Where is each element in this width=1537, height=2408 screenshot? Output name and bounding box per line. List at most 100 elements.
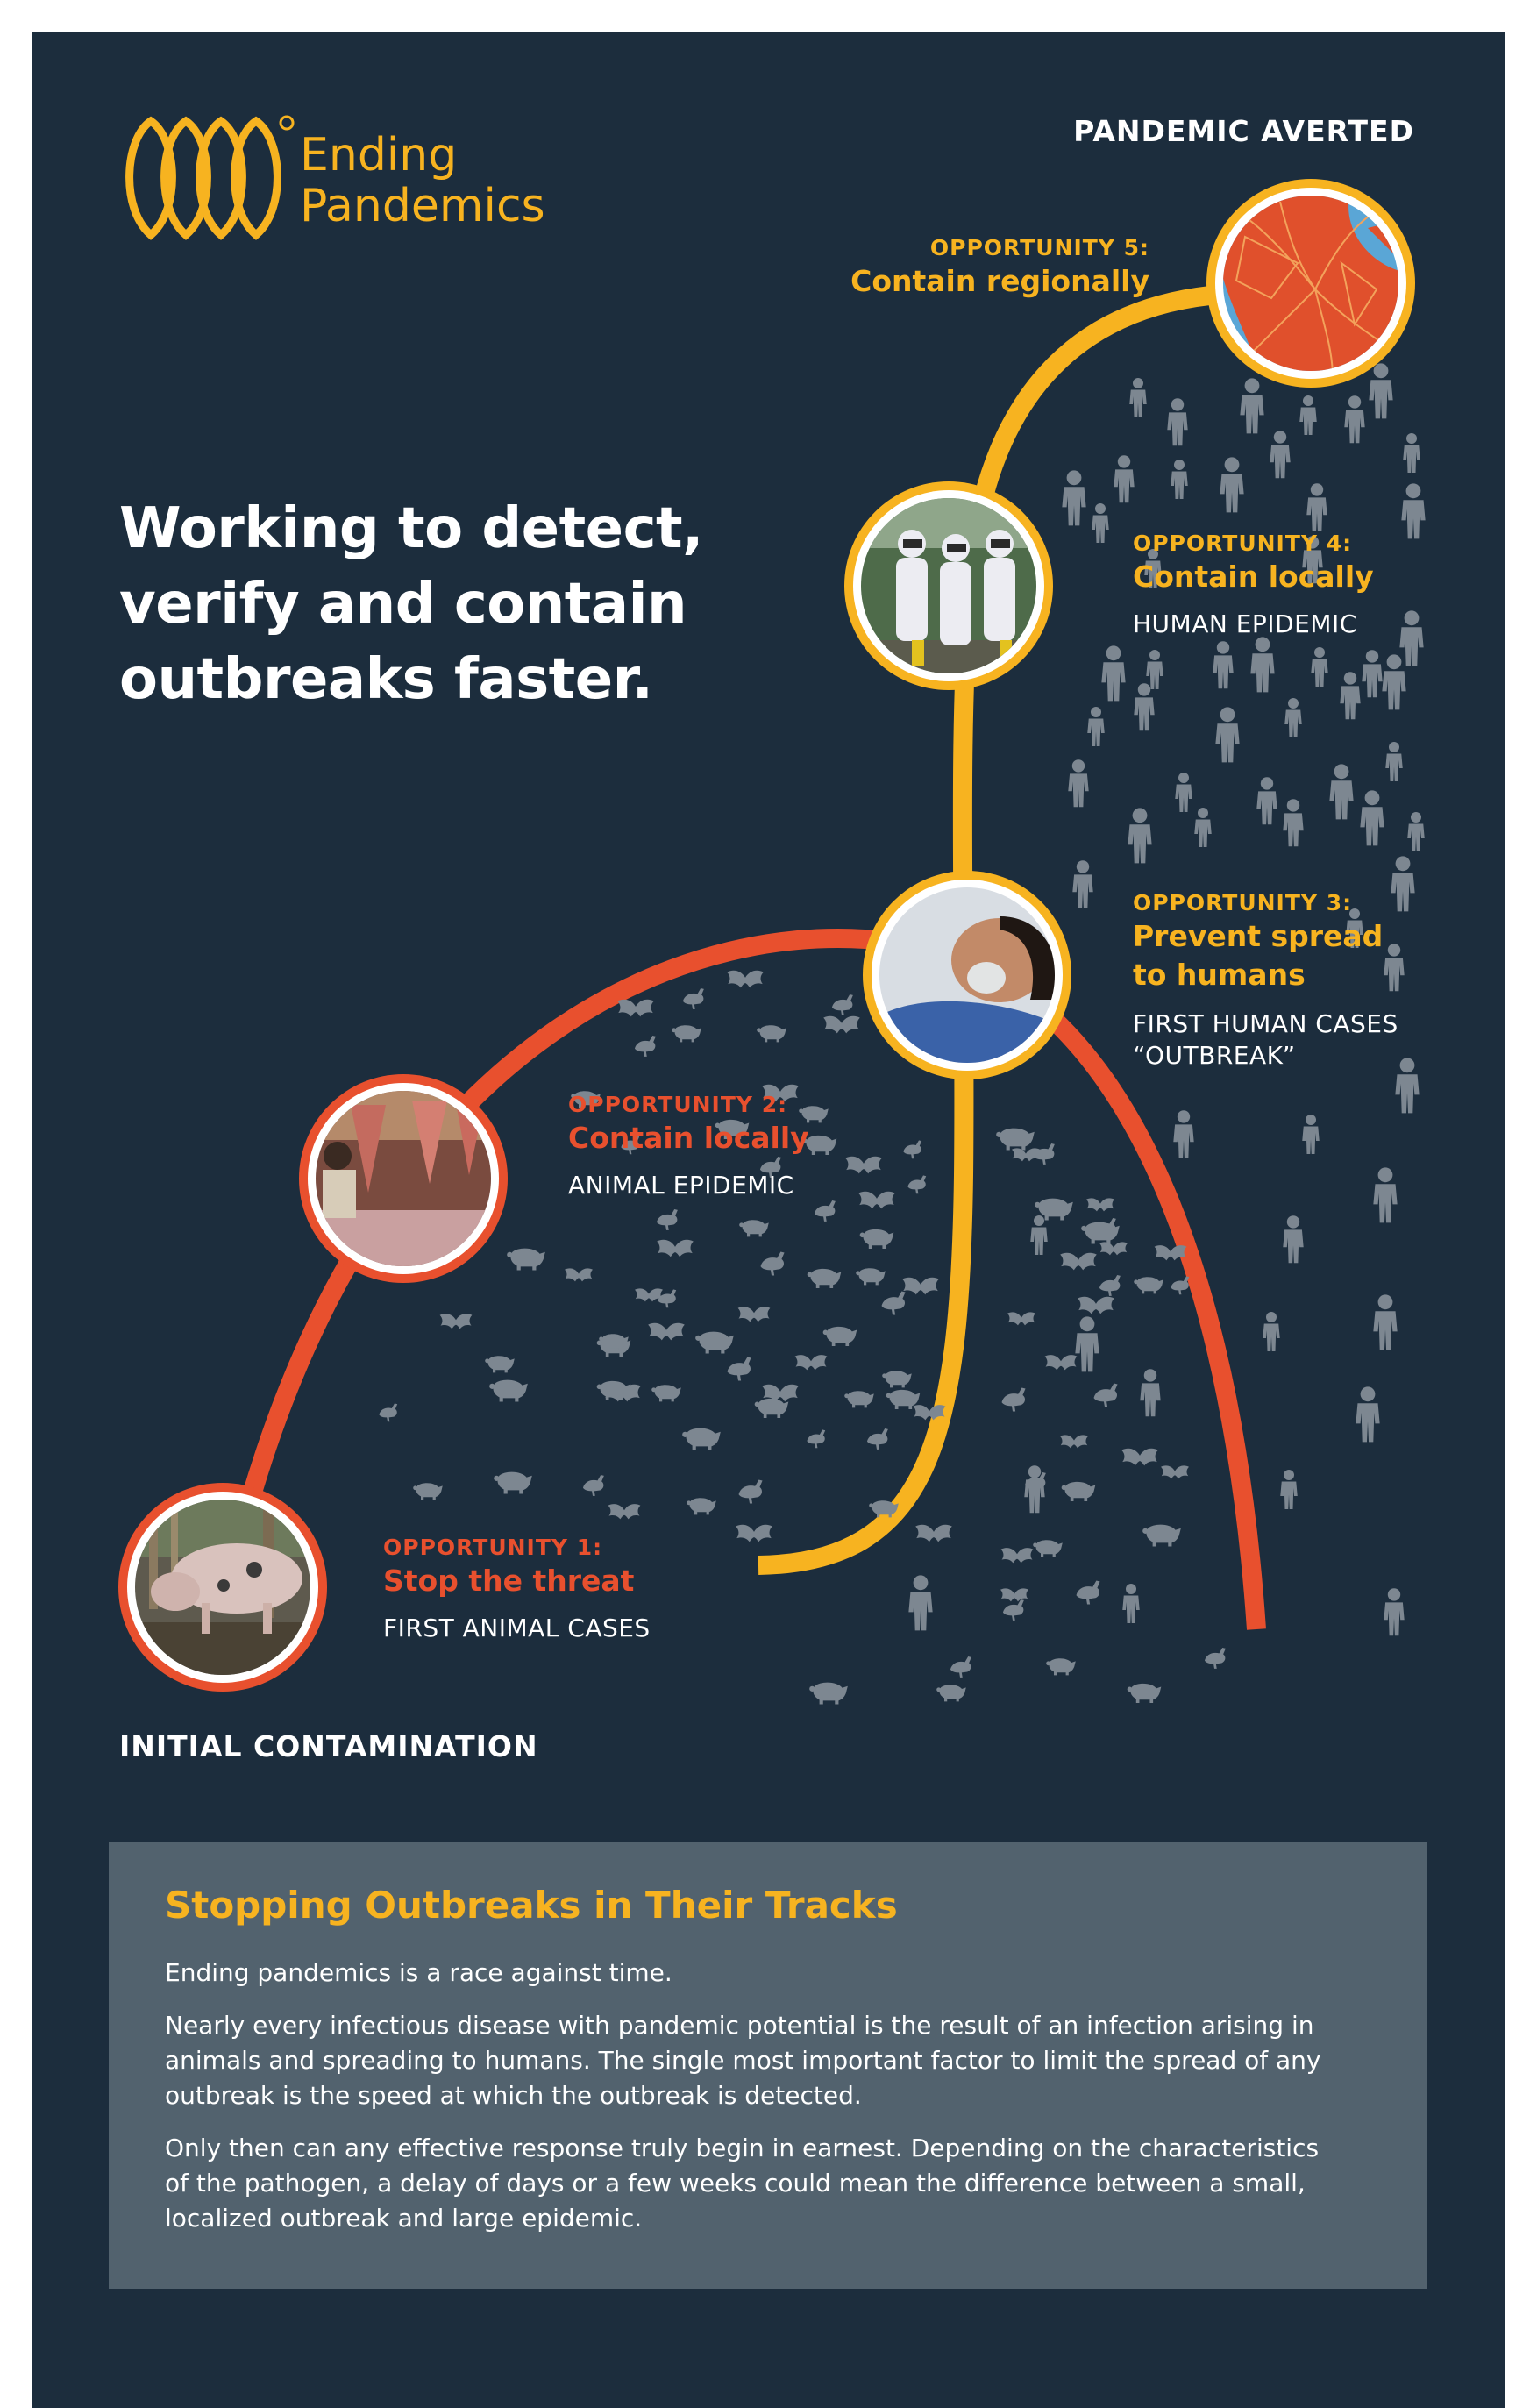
person-icon: [1360, 790, 1384, 846]
info-paragraph-3: Only then can any effective response tru…: [165, 2131, 1392, 2236]
person-icon: [1173, 1110, 1194, 1158]
person-icon: [1373, 1167, 1398, 1223]
info-line: Nearly every infectious disease with pan…: [165, 2011, 1314, 2040]
person-icon: [1128, 808, 1152, 864]
person-icon: [1171, 460, 1188, 499]
person-icon: [1114, 455, 1135, 503]
person-icon: [1329, 764, 1354, 820]
person-icon: [1075, 1316, 1099, 1372]
person-icon: [1362, 650, 1383, 698]
bat-icon: [902, 1277, 939, 1295]
bat-icon: [1060, 1252, 1097, 1271]
person-icon: [1167, 398, 1188, 446]
pig-icon: [996, 1128, 1035, 1151]
person-icon: [1382, 654, 1406, 710]
person-icon: [1263, 1312, 1280, 1351]
bat-icon: [1044, 1355, 1078, 1371]
bird-icon: [738, 1479, 763, 1504]
person-icon: [1384, 1588, 1405, 1636]
person-icon: [1284, 698, 1302, 737]
pig-icon: [822, 1326, 857, 1346]
opportunity-4-label: OPPORTUNITY 4: Contain locally HUMAN EPI…: [1133, 531, 1374, 640]
person-icon: [1092, 503, 1109, 543]
person-icon: [1311, 647, 1328, 687]
bat-icon: [727, 970, 764, 988]
opportunity-5-photo: [1206, 179, 1415, 388]
person-icon: [1134, 683, 1155, 731]
person-icon: [1270, 431, 1291, 479]
opportunity-1-photo: [118, 1483, 327, 1692]
brand-name: Ending Pandemics: [300, 130, 545, 232]
person-icon: [1401, 483, 1426, 539]
pig-icon: [859, 1229, 894, 1249]
person-icon: [1087, 707, 1105, 746]
person-icon: [1175, 773, 1192, 812]
bird-icon: [1204, 1647, 1226, 1669]
bat-icon: [1060, 1435, 1088, 1449]
person-icon: [1122, 1584, 1140, 1623]
bat-icon: [1161, 1465, 1189, 1479]
info-line: localized outbreak and large epidemic.: [165, 2204, 643, 2233]
pig-icon: [807, 1268, 842, 1288]
person-icon: [1369, 363, 1393, 419]
opportunity-title-line: Prevent spread: [1133, 919, 1384, 953]
person-icon: [1344, 395, 1365, 444]
headline-line: Working to detect,: [119, 496, 703, 561]
bird-icon: [379, 1403, 398, 1422]
pig-icon: [844, 1391, 874, 1408]
pig-icon: [1134, 1277, 1163, 1294]
bat-icon: [608, 1504, 641, 1520]
bat-icon: [1121, 1448, 1158, 1466]
info-line: of the pathogen, a delay of days or a fe…: [165, 2169, 1306, 2198]
info-box: Stopping Outbreaks in Their Tracks Endin…: [109, 1842, 1427, 2289]
bird-icon: [881, 1291, 906, 1315]
headline-line: verify and contain: [119, 572, 687, 637]
person-icon: [1213, 641, 1234, 689]
bird-icon: [656, 1208, 678, 1230]
pig-icon: [882, 1371, 912, 1388]
stage-top-label: PANDEMIC AVERTED: [1073, 114, 1414, 148]
opportunity-2-label: OPPORTUNITY 2: Contain locally ANIMAL EP…: [568, 1092, 809, 1201]
pig-icon: [1046, 1658, 1076, 1676]
opportunity-kicker: OPPORTUNITY 1:: [383, 1535, 603, 1560]
person-icon: [1407, 812, 1425, 851]
bird-icon: [1001, 1387, 1026, 1412]
pig-icon: [485, 1356, 515, 1373]
opportunity-title: Contain locally: [1133, 559, 1374, 594]
pig-icon: [687, 1498, 716, 1515]
person-icon: [1129, 378, 1147, 417]
bird-icon: [1171, 1276, 1190, 1295]
pig-icon: [757, 1025, 786, 1043]
bat-icon: [657, 1239, 694, 1257]
opportunity-4-photo: [844, 481, 1053, 690]
person-icon: [1215, 707, 1240, 763]
person-icon: [1356, 1386, 1380, 1443]
person-icon: [1068, 759, 1089, 808]
pig-icon: [739, 1220, 769, 1237]
headline-line: outbreaks faster.: [119, 647, 653, 712]
bat-icon: [915, 1524, 952, 1542]
opportunity-subtitle-line: FIRST HUMAN CASES: [1133, 1009, 1398, 1038]
pig-icon: [1142, 1524, 1181, 1547]
bird-icon: [807, 1429, 826, 1449]
ending-pandemics-logo-icon: [125, 115, 295, 240]
person-icon: [1250, 637, 1275, 693]
pig-icon: [672, 1025, 701, 1043]
pig-icon: [489, 1379, 528, 1402]
pig-icon: [754, 1398, 789, 1418]
bat-icon: [439, 1314, 473, 1329]
person-icon: [1395, 1058, 1420, 1114]
bird-icon: [1002, 1599, 1024, 1621]
person-icon: [1299, 395, 1317, 435]
bat-icon: [1086, 1198, 1114, 1212]
opportunity-2-photo: [299, 1074, 508, 1283]
opportunity-subtitle: ANIMAL EPIDEMIC: [568, 1171, 794, 1200]
person-icon: [1283, 1215, 1304, 1264]
bat-icon: [565, 1268, 593, 1282]
person-icon: [1072, 860, 1093, 908]
person-icon: [1030, 1215, 1048, 1255]
pig-icon: [682, 1428, 721, 1450]
pig-icon: [413, 1483, 443, 1500]
person-icon: [1373, 1294, 1398, 1350]
info-paragraph-1: Ending pandemics is a race against time.: [165, 1958, 672, 1987]
